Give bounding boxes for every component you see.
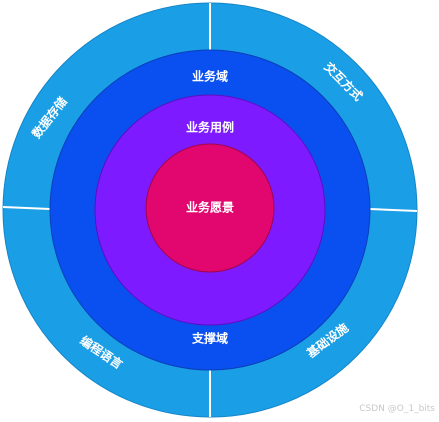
business-domain-label: 业务域 [192,69,228,84]
core-circle [145,143,275,273]
watermark: CSDN @O_1_bits [359,404,435,414]
use-case-label: 业务用例 [186,120,234,135]
support-domain-label: 支撑域 [191,331,228,346]
divider-right [369,208,418,212]
divider-left [2,206,51,210]
core-label: 业务愿景 [186,200,234,215]
